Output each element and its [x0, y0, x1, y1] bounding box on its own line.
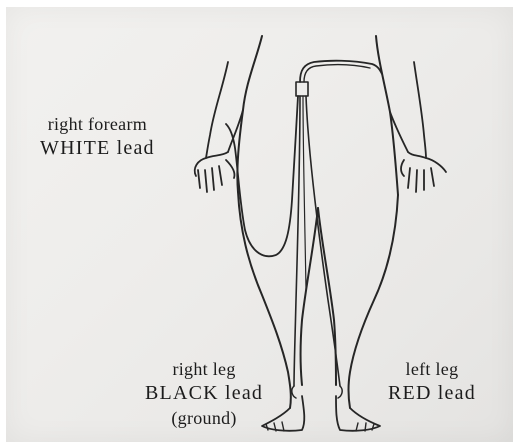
left-hand-outline [401, 152, 446, 192]
left-arm-outline [414, 62, 426, 158]
torso-right-outline [376, 36, 398, 195]
lead-junction [296, 82, 308, 96]
right-arm-outline [206, 62, 228, 158]
label-left-leg-line2: RED lead [388, 381, 476, 407]
right-ankle-mark [292, 386, 296, 398]
right-leg-inner [301, 208, 319, 385]
left-ankle-mark [338, 386, 342, 398]
label-right-forearm: right forearm WHITE lead [40, 113, 155, 162]
main-cable [300, 61, 382, 82]
label-right-forearm-line2: WHITE lead [40, 136, 155, 162]
label-right-forearm-line1: right forearm [40, 113, 155, 136]
label-right-leg-line3: (ground) [145, 407, 263, 430]
label-right-leg-line1: right leg [145, 358, 263, 381]
label-left-leg-line1: left leg [388, 358, 476, 381]
main-cable-inner [304, 65, 370, 82]
lead-wire-shadow [303, 96, 306, 290]
label-right-leg: right leg BLACK lead (ground) [145, 358, 263, 430]
label-left-leg: left leg RED lead [388, 358, 476, 407]
label-right-leg-line2: BLACK lead [145, 381, 263, 407]
right-hand-outline [195, 152, 235, 192]
